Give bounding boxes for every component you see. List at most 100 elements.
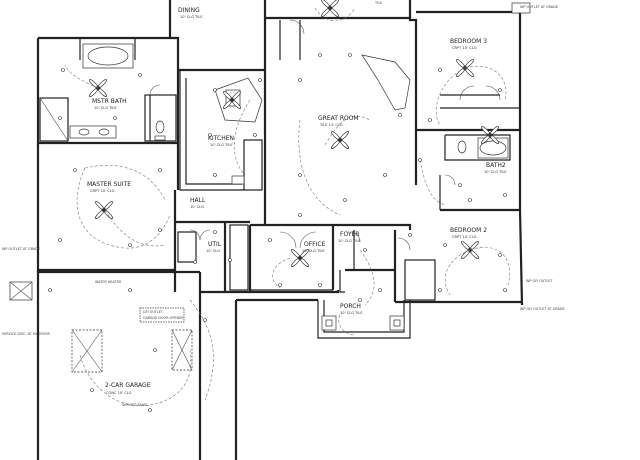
outlet-icon xyxy=(298,213,302,217)
bedroom2-sub: CRPT 10' CLG xyxy=(452,235,477,239)
outlet-icon xyxy=(193,260,197,264)
master-suite-sub: CRPT 10' CLG xyxy=(90,189,115,193)
great-room-label: GREAT ROOM xyxy=(318,115,359,122)
bath2-label: BATH2 xyxy=(486,162,506,169)
kitchen-label: KITCHEN xyxy=(208,135,234,142)
outlet-icon xyxy=(153,348,157,352)
ceiling-fan-icon xyxy=(95,201,113,219)
great-room-sub: TILE 12' CLG xyxy=(319,123,343,127)
bottom-right-note: WP GFI OUTLET AT GRADE xyxy=(520,307,565,311)
outlet-icon xyxy=(298,173,302,177)
util-label: UTIL xyxy=(208,241,222,248)
outlet-icon xyxy=(278,283,282,287)
outlet-icon xyxy=(128,243,132,247)
outlet-icon xyxy=(90,388,94,392)
outlet-icon xyxy=(498,88,502,92)
electrical-fixtures xyxy=(48,53,507,412)
outlet-icon xyxy=(158,168,162,172)
hall-label: HALL xyxy=(190,197,206,204)
office-sub: 10' CLG TILE xyxy=(302,249,325,253)
util-sub: 10' CLG xyxy=(206,249,220,253)
doors xyxy=(149,19,501,251)
outlet-icon xyxy=(398,113,402,117)
exterior-walls xyxy=(36,0,524,460)
outlet-icon xyxy=(58,116,62,120)
room-labels: BEDROOM 3 CRPT 10' CLG BEDROOM 2 CRPT 10… xyxy=(87,7,507,395)
outlet-icon xyxy=(213,230,217,234)
ceiling-fan-icon xyxy=(331,131,349,149)
outlet-icon xyxy=(343,198,347,202)
bedroom2-label: BEDROOM 2 xyxy=(450,227,487,234)
outlet-icon xyxy=(268,238,272,242)
master-suite-label: MASTER SUITE xyxy=(87,181,131,188)
outlet-icon xyxy=(438,68,442,72)
left-note-bottom: SERVICE DISC. AT EXTERIOR xyxy=(2,332,51,336)
outlet-icon xyxy=(363,248,367,252)
outlet-icon xyxy=(228,258,232,262)
garage-note-2: GARAGE DOOR OPENER xyxy=(143,316,184,320)
ceiling-fan-icon xyxy=(481,126,499,144)
outlet-icon xyxy=(498,253,502,257)
outlet-icon xyxy=(443,243,447,247)
dining-label: DINING xyxy=(178,7,200,14)
tile-note: TILE xyxy=(374,1,382,5)
top-right-note: WP OUTLET AT GRADE xyxy=(520,5,558,9)
outlet-icon xyxy=(318,283,322,287)
porch-label: PORCH xyxy=(340,303,361,310)
outlet-icon xyxy=(348,53,352,57)
outlet-icon xyxy=(428,118,432,122)
ceiling-fan-icon xyxy=(89,79,107,97)
garage-label: 2-CAR GARAGE xyxy=(105,382,151,389)
kitchen-sub: 10' CLG TILE xyxy=(210,143,233,147)
outlet-icon xyxy=(213,173,217,177)
dining-sub: 10' CLG TILE xyxy=(180,15,203,19)
outlet-icon xyxy=(128,288,132,292)
right-note: WP GFI OUTLET xyxy=(526,279,553,283)
wiring-runs xyxy=(64,7,510,407)
left-note-top: WP OUTLET AT GRADE xyxy=(2,247,40,251)
outlet-icon xyxy=(358,298,362,302)
outlet-icon xyxy=(253,133,257,137)
outlet-icon xyxy=(378,288,382,292)
outlet-icon xyxy=(318,53,322,57)
water-heater-note: WATER HEATER xyxy=(95,280,122,284)
bedroom3-label: BEDROOM 3 xyxy=(450,38,487,45)
outlet-icon xyxy=(113,116,117,120)
outlet-icon xyxy=(48,288,52,292)
outlet-icon xyxy=(61,68,65,72)
outlet-icon xyxy=(73,168,77,172)
outlet-icon xyxy=(208,133,212,137)
bedroom3-sub: CRPT 10' CLG xyxy=(452,46,477,50)
panel-note: SERVICE PANEL xyxy=(122,403,148,407)
ceiling-fan-icon xyxy=(223,91,241,109)
outlet-icon xyxy=(58,238,62,242)
outlet-icon xyxy=(383,173,387,177)
outlet-icon xyxy=(213,88,217,92)
master-bath-sub: 10' CLG TILE xyxy=(94,106,117,110)
outlet-icon xyxy=(458,183,462,187)
porch-sub: 10' CLG TILE xyxy=(340,311,363,315)
fixtures xyxy=(9,2,531,373)
bath2-sub: 10' CLG TILE xyxy=(484,170,507,174)
ceiling-fan-icon xyxy=(321,0,339,17)
outlet-icon xyxy=(158,228,162,232)
outlet-icon xyxy=(438,288,442,292)
outlet-icon xyxy=(148,408,152,412)
master-bath-label: MSTR BATH xyxy=(92,98,127,105)
outlet-icon xyxy=(503,193,507,197)
office-label: OFFICE xyxy=(304,241,326,248)
garage-sub: CONC 10' CLG xyxy=(106,391,132,395)
outlet-icon xyxy=(503,288,507,292)
outlet-icon xyxy=(468,198,472,202)
outlet-icon xyxy=(138,73,142,77)
outlet-icon xyxy=(298,78,302,82)
outlet-icon xyxy=(203,318,207,322)
outlet-icon xyxy=(408,233,412,237)
outlet-icon xyxy=(418,158,422,162)
garage-note-1: GFI OUTLET xyxy=(143,310,164,314)
ceiling-fans xyxy=(89,0,499,267)
ceiling-fan-icon xyxy=(291,249,309,267)
hall-sub: 10' CLG xyxy=(190,205,204,209)
foyer-sub: 10' CLG TILE xyxy=(338,239,361,243)
